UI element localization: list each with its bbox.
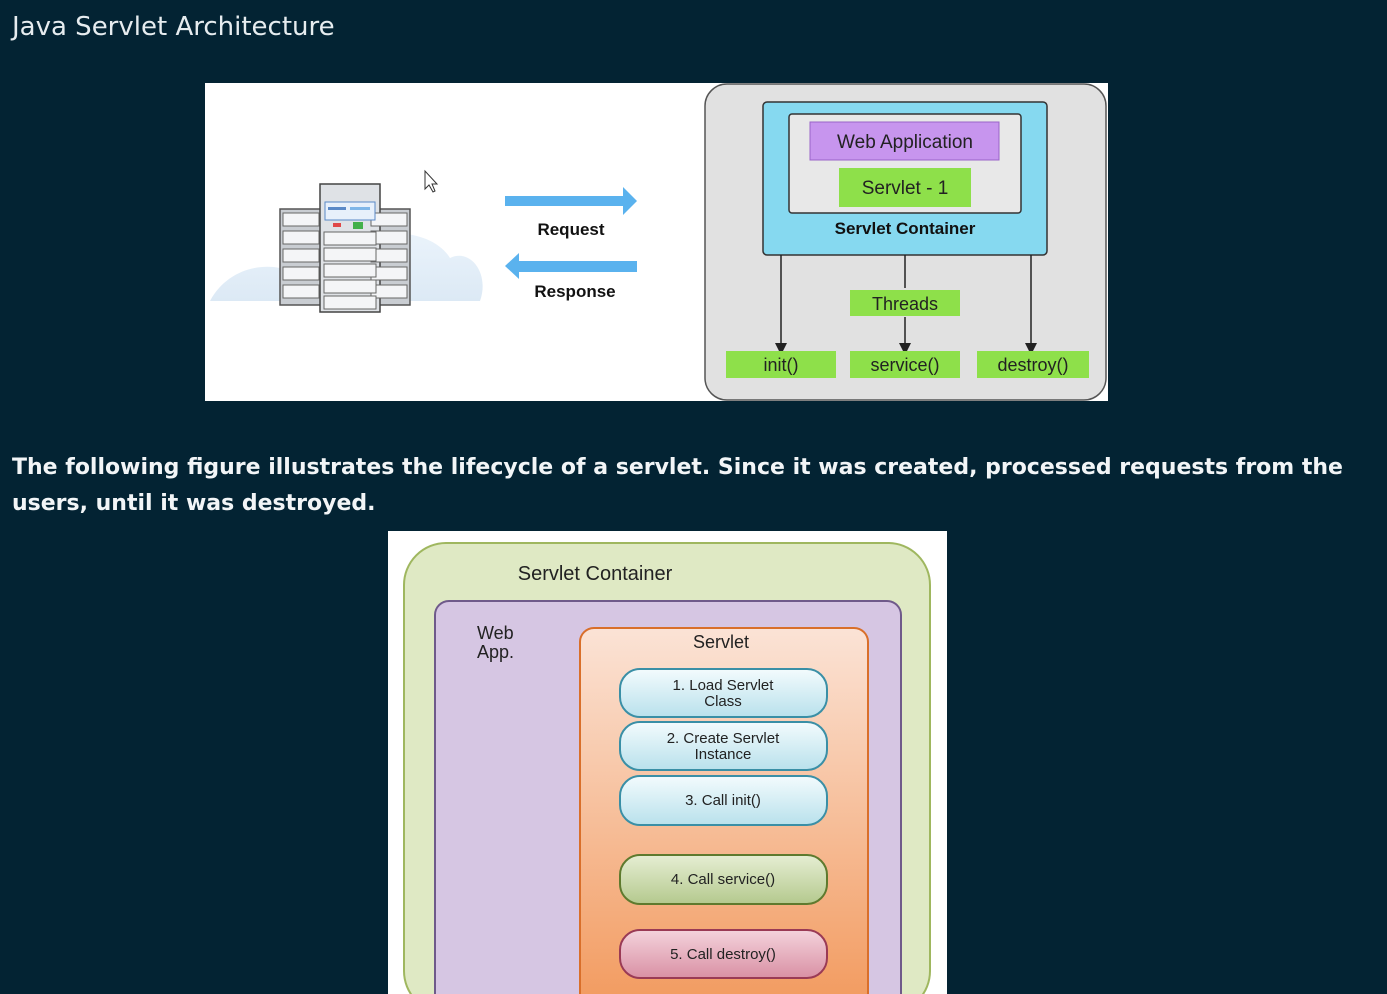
- web-application-box: [809, 121, 1000, 161]
- lifecycle-description: The following figure illustrates the lif…: [12, 455, 1343, 516]
- step-4-line1: 4. Call service(): [671, 871, 775, 888]
- servlet-1-label: Servlet - 1: [862, 178, 949, 199]
- step-3: 3. Call init(): [619, 775, 828, 826]
- request-arrow: [505, 187, 637, 215]
- rack-slot: [282, 212, 320, 227]
- servlet-container-label: Servlet Container: [835, 219, 976, 238]
- step-1: 1. Load Servlet Class: [619, 668, 828, 718]
- step-4: 4. Call service(): [619, 854, 828, 905]
- request-label: Request: [537, 220, 604, 239]
- rack-slot: [323, 279, 377, 294]
- step-5: 5. Call destroy(): [619, 929, 828, 979]
- rack-slot: [323, 263, 377, 278]
- server-rack-icon: [210, 169, 483, 313]
- lifecycle-container-label: Servlet Container: [518, 563, 673, 585]
- init-method-box: [726, 351, 836, 378]
- web-application-label: Web Application: [837, 132, 973, 153]
- servlet-1-box: [839, 168, 971, 207]
- web-app-label-line2: App.: [477, 642, 514, 662]
- step-3-line1: 3. Call init(): [685, 792, 761, 809]
- response-label: Response: [534, 282, 615, 301]
- rack-slot: [282, 248, 320, 263]
- step-5-line1: 5. Call destroy(): [670, 946, 776, 963]
- threads-box: [850, 290, 960, 316]
- web-app-label-line1: Web: [477, 623, 514, 643]
- init-method-label: init(): [764, 355, 799, 375]
- rack-slot: [282, 230, 320, 245]
- rack-slot: [370, 212, 408, 227]
- rack-slot: [282, 284, 320, 299]
- rack-slot: [323, 247, 377, 262]
- step-1-line2: Class: [704, 693, 742, 710]
- step-1-line1: 1. Load Servlet: [673, 677, 775, 694]
- rack-slot: [323, 231, 377, 246]
- destroy-method-label: destroy(): [997, 355, 1068, 375]
- response-arrow: [505, 253, 637, 279]
- page-title: Java Servlet Architecture: [12, 12, 335, 42]
- rack-slot: [282, 266, 320, 281]
- architecture-figure: Request Response Web Application Servlet…: [205, 83, 1108, 401]
- mouse-cursor-icon: [424, 169, 439, 193]
- service-method-box: [850, 351, 960, 378]
- servlet-label: Servlet: [693, 632, 749, 652]
- lifecycle-figure: Servlet Container Web App. Servlet 1. Lo…: [388, 531, 947, 994]
- service-method-label: service(): [870, 355, 939, 375]
- destroy-method-box: [977, 351, 1089, 378]
- threads-label: Threads: [872, 294, 938, 314]
- step-2-line2: Instance: [695, 746, 752, 763]
- step-2-line1: 2. Create Servlet: [667, 730, 780, 747]
- rack-slot: [323, 295, 377, 310]
- step-2: 2. Create Servlet Instance: [619, 721, 828, 771]
